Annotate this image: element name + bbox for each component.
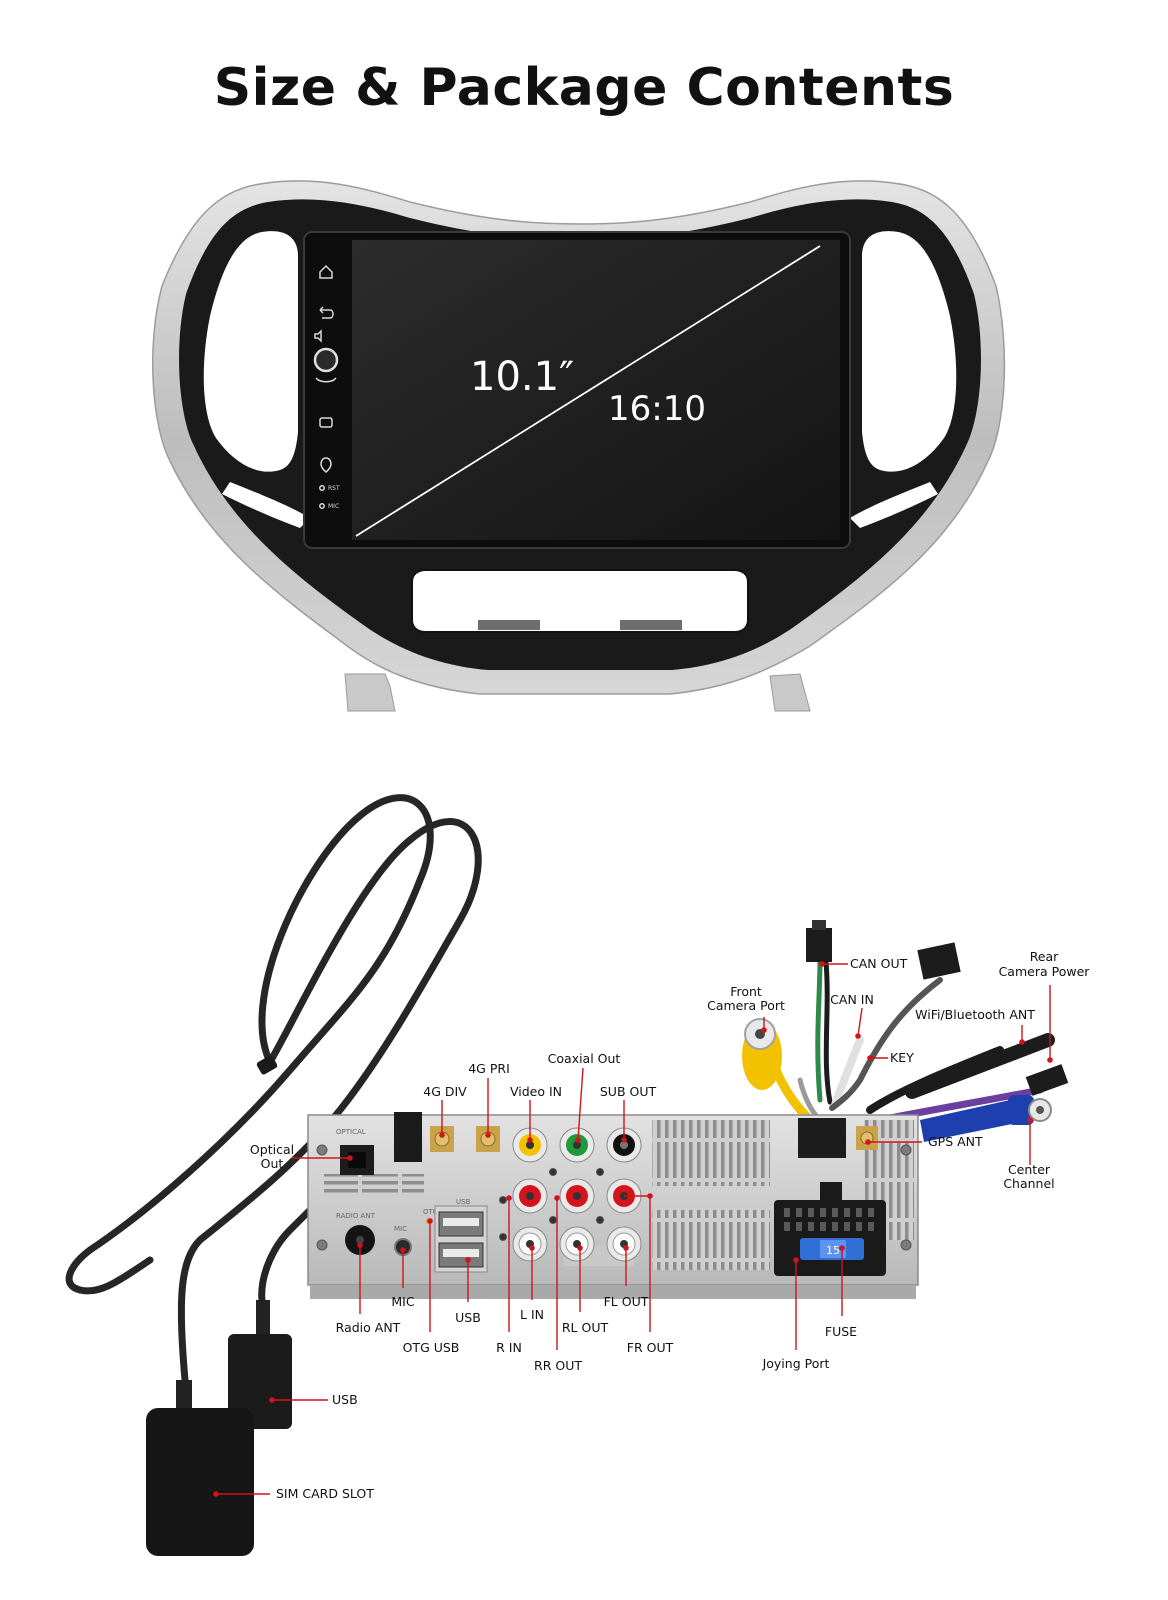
label-4g-pri: 4G PRI	[468, 1061, 510, 1076]
front-camera-rca	[742, 1018, 813, 1123]
sim-cable-plug	[394, 1112, 422, 1162]
wifi-bt-antenna	[905, 1033, 1055, 1099]
silkscreen-radio-ant: RADIO ANT	[336, 1212, 376, 1220]
back-icon	[319, 306, 334, 319]
mounting-bracket-left	[344, 673, 396, 712]
usb-ports	[426, 1205, 488, 1273]
coaxial-out-jack	[559, 1127, 595, 1163]
can-in-connector	[917, 942, 961, 980]
screen-aspect-ratio: 16:10	[608, 389, 706, 429]
label-rear-camera-power-1: Rear	[1030, 949, 1059, 964]
label-wifi-bt-ant: WiFi/Bluetooth ANT	[915, 1007, 1035, 1022]
label-otg-usb: OTG USB	[403, 1340, 460, 1355]
fl-out-jack	[606, 1226, 642, 1262]
mute-icon	[314, 329, 322, 343]
label-key: KEY	[890, 1050, 914, 1065]
volume-knob	[313, 347, 339, 373]
label-fuse: FUSE	[825, 1324, 857, 1339]
center-channel-rca	[920, 1095, 1052, 1142]
screen-diagonal-line	[355, 245, 821, 537]
rr-out-jack	[559, 1178, 595, 1214]
head-unit-illustration: RST MIC 10.1″ 16:10	[152, 180, 1006, 712]
sub-out-jack	[606, 1127, 642, 1163]
label-r-in: R IN	[496, 1340, 522, 1355]
can-out-connector	[806, 920, 832, 962]
label-front-camera-port-1: Front	[730, 984, 762, 999]
label-radio-ant: Radio ANT	[336, 1320, 401, 1335]
optical-out-port	[340, 1145, 374, 1175]
label-front-camera-port-2: Camera Port	[707, 998, 785, 1013]
label-usb-cable: USB	[332, 1392, 358, 1407]
label-mic: MIC	[391, 1294, 414, 1309]
side-buttons	[313, 264, 339, 509]
label-center-channel-2: Channel	[1003, 1176, 1054, 1191]
label-rear-camera-power-2: Camera Power	[999, 964, 1091, 979]
callout-labels: CAN OUT Rear Camera Power Front Camera P…	[250, 949, 1090, 1501]
usb-cable-end	[228, 1300, 292, 1429]
gps-antenna-port	[856, 1126, 878, 1150]
radio-antenna-port	[345, 1225, 375, 1255]
location-icon	[320, 457, 332, 473]
label-coaxial-out: Coaxial Out	[548, 1051, 621, 1066]
rca-jacks	[512, 1127, 642, 1262]
screen-diagonal-size: 10.1″	[470, 354, 574, 400]
label-optical-out-1: Optical	[250, 1142, 294, 1157]
sim-card-slot-housing	[146, 1380, 254, 1556]
silkscreen-optical: OPTICAL	[336, 1128, 366, 1136]
touch-screen	[352, 240, 840, 540]
rear-panel-diagram: OPTICAL USB RADIO ANT OTG MIC	[65, 794, 1090, 1556]
label-optical-out-2: Out	[261, 1156, 284, 1171]
label-l-in: L IN	[520, 1307, 544, 1322]
rst-label: RST	[328, 485, 340, 492]
fuse-rating: 15	[826, 1244, 840, 1257]
callout-leaders	[213, 961, 1053, 1497]
climate-slot	[411, 569, 749, 633]
label-sub-out: SUB OUT	[600, 1084, 657, 1099]
label-4g-div: 4G DIV	[423, 1084, 467, 1099]
page-title: Size & Package Contents	[213, 58, 955, 118]
eq-icon	[319, 417, 333, 428]
label-usb: USB	[455, 1310, 481, 1325]
label-can-in: CAN IN	[830, 992, 874, 1007]
r-in-jack	[512, 1178, 548, 1214]
harness-clamp	[798, 1118, 846, 1158]
label-sim-card-slot: SIM CARD SLOT	[276, 1486, 374, 1501]
label-gps-ant: GPS ANT	[928, 1134, 983, 1149]
label-fl-out: FL OUT	[604, 1294, 649, 1309]
label-rl-out: RL OUT	[562, 1320, 609, 1335]
mic-label: MIC	[328, 503, 339, 510]
rl-out-jack	[559, 1226, 595, 1262]
mounting-bracket-right	[769, 673, 811, 712]
label-fr-out: FR OUT	[627, 1340, 674, 1355]
fuse: 15	[800, 1238, 864, 1260]
vent-left	[203, 231, 298, 472]
extension-cables	[65, 794, 482, 1384]
label-video-in: Video IN	[510, 1084, 562, 1099]
l-in-jack	[512, 1226, 548, 1262]
label-rr-out: RR OUT	[534, 1358, 582, 1373]
silkscreen-usb: USB	[456, 1198, 471, 1206]
home-icon	[319, 264, 333, 279]
vent-right	[862, 231, 957, 472]
label-center-channel-1: Center	[1008, 1162, 1051, 1177]
label-joying-port: Joying Port	[762, 1356, 830, 1371]
rear-camera-power-connector	[1025, 1064, 1069, 1096]
panel-screws	[316, 1144, 912, 1251]
silkscreen-otg: OTG	[423, 1208, 438, 1216]
silkscreen-mic: MIC	[394, 1225, 407, 1233]
label-can-out: CAN OUT	[850, 956, 908, 971]
